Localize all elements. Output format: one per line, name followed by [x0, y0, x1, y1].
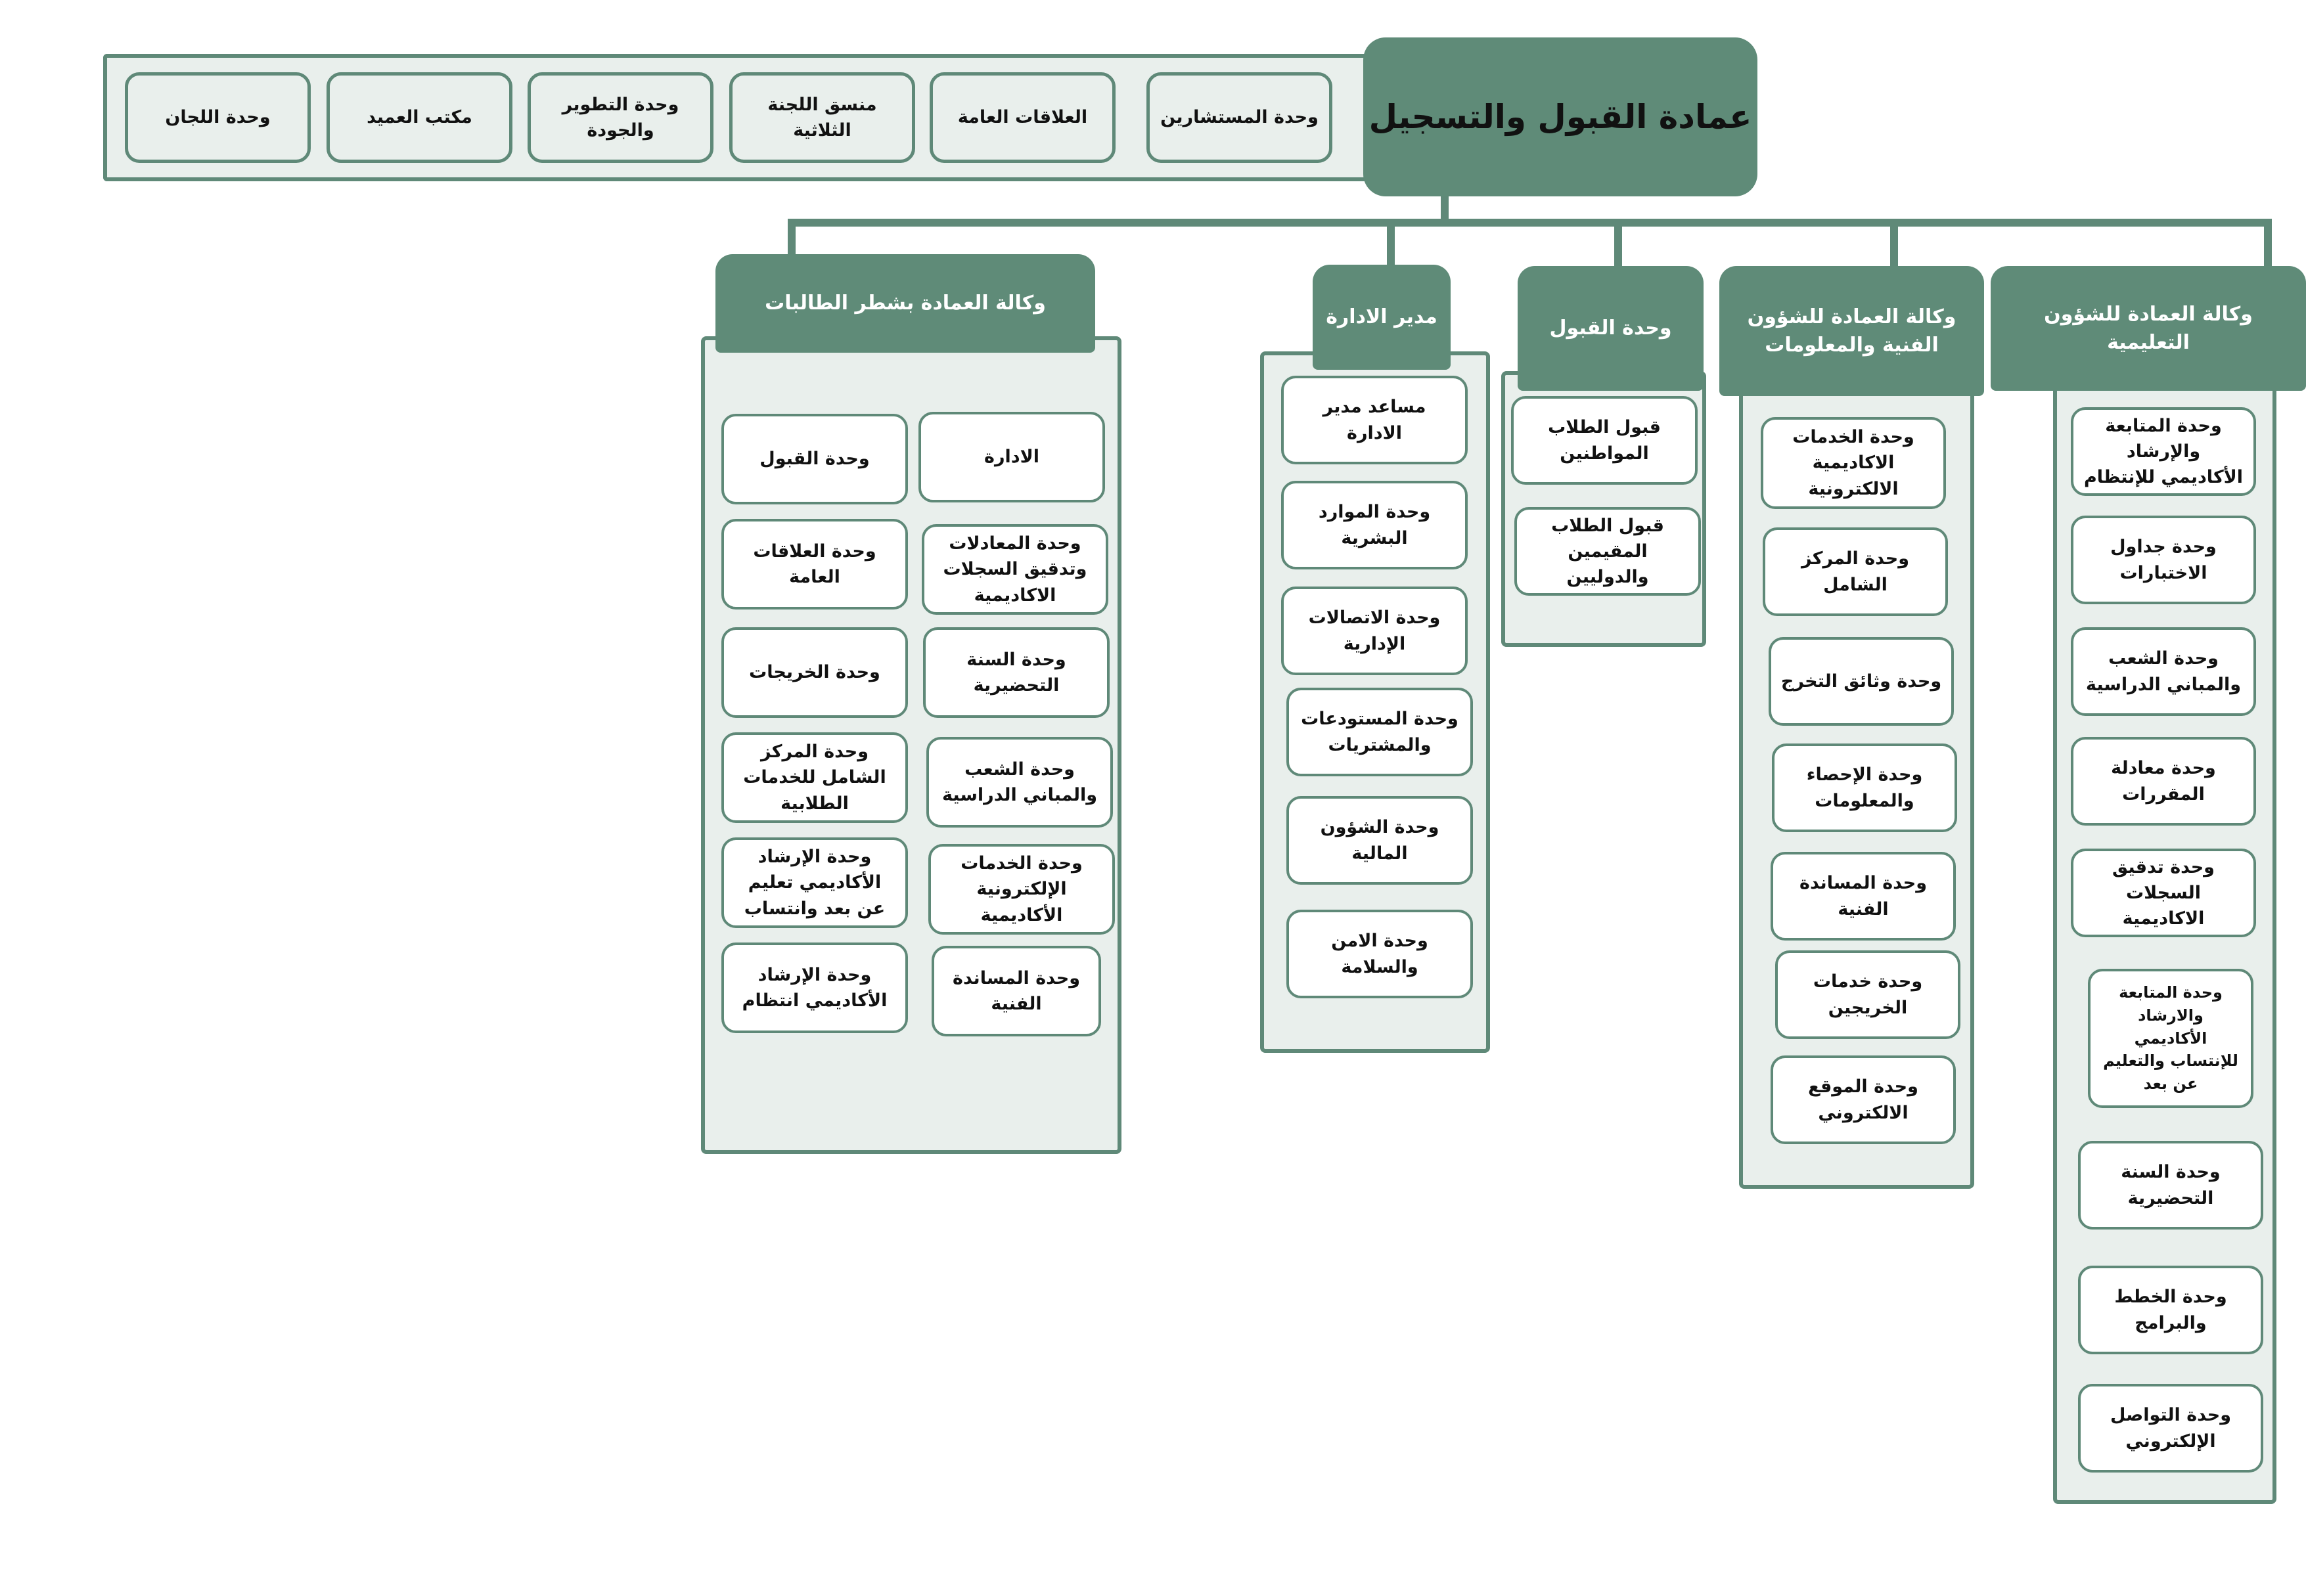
- admin-item: وحدة الاتصالات الإدارية: [1281, 587, 1468, 675]
- connector-admission: [1614, 219, 1622, 268]
- academic-item: وحدة جداول الاختبارات: [2071, 516, 2256, 604]
- top-unit-dean-office: مكتب العميد: [327, 72, 512, 163]
- admin-header: مدير الادارة: [1313, 265, 1451, 370]
- top-unit-advisors: وحدة المستشارين: [1146, 72, 1332, 163]
- admission-item: قبول الطلاب المواطنين: [1511, 396, 1698, 485]
- admission-header: وحدة القبول: [1518, 266, 1704, 391]
- female-left-item: وحدة الإرشاد الأكاديمي انتظام: [721, 942, 908, 1033]
- female-left-item: وحدة العلاقات العامة: [721, 519, 908, 610]
- technical-item: وحدة وثائق التخرج: [1769, 637, 1954, 726]
- academic-header: وكالة العمادة للشؤون التعليمية: [1991, 266, 2306, 391]
- technical-item: وحدة المساندة الفنية: [1771, 852, 1956, 941]
- admin-item: وحدة المستودعات والمشتريات: [1286, 688, 1473, 776]
- academic-item: وحدة التواصل الإلكتروني: [2078, 1384, 2263, 1473]
- academic-item: وحدة المتابعة والإرشاد الأكاديمي للإنتظا…: [2071, 407, 2256, 496]
- admin-item: وحدة الموارد البشرية: [1281, 481, 1468, 569]
- connector-female: [788, 219, 796, 258]
- technical-item: وحدة الموقع الالكتروني: [1771, 1055, 1956, 1144]
- female-left-item: وحدة الإرشاد الأكاديمي تعليم عن بعد وانت…: [721, 837, 908, 928]
- female-right-item: وحدة الشعب والمباني الدراسية: [926, 737, 1113, 828]
- top-unit-tripartite-coordinator: منسق اللجنة الثلاثية: [729, 72, 915, 163]
- dean-box: عمادة القبول والتسجيل: [1363, 37, 1757, 196]
- connector-technical: [1890, 219, 1898, 271]
- admin-item: وحدة الامن والسلامة: [1286, 910, 1473, 998]
- female-right-item: وحدة المساندة الفنية: [932, 946, 1101, 1036]
- academic-item: وحدة المتابعة والارشاد الأكاديمي للإنتسا…: [2088, 969, 2253, 1108]
- connector-admin: [1387, 219, 1395, 268]
- technical-item: وحدة الخدمات الاكاديمية الالكترونية: [1761, 417, 1946, 509]
- female-right-item: الادارة: [918, 412, 1105, 502]
- female-right-item: وحدة السنة التحضيرية: [923, 627, 1110, 718]
- academic-item: وحدة الشعب والمباني الدراسية: [2071, 627, 2256, 716]
- admin-item: وحدة الشؤون المالية: [1286, 796, 1473, 885]
- technical-item: وحدة المركز الشامل: [1763, 527, 1948, 616]
- technical-header: وكالة العمادة للشؤون الفنية والمعلومات: [1719, 266, 1984, 396]
- female-left-item: وحدة القبول: [721, 414, 908, 504]
- academic-item: وحدة السنة التحضيرية: [2078, 1141, 2263, 1230]
- female-right-item: وحدة الخدمات الإلكترونية الأكاديمية: [928, 844, 1115, 935]
- female-right-item: وحدة المعادلات وتدقيق السجلات الاكاديمية: [922, 524, 1108, 615]
- academic-item: وحدة تدقيق السجلات الاكاديمية: [2071, 849, 2256, 937]
- female-header: وكالة العمادة بشطر الطالبات: [715, 254, 1095, 353]
- branch-bus-line: [788, 219, 2272, 227]
- technical-item: وحدة الإحصاء والمعلومات: [1772, 743, 1957, 832]
- admission-item: قبول الطلاب المقيمين والدوليين: [1514, 507, 1701, 596]
- top-unit-public-relations: العلاقات العامة: [930, 72, 1116, 163]
- top-unit-development-quality: وحدة التطوير والجودة: [528, 72, 713, 163]
- academic-item: وحدة الخطط والبرامج: [2078, 1266, 2263, 1354]
- academic-item: وحدة معادلة المقررات: [2071, 737, 2256, 826]
- dean-connector: [1441, 196, 1449, 223]
- technical-item: وحدة خدمات الخريجين: [1775, 950, 1960, 1039]
- connector-academic: [2264, 219, 2272, 275]
- admin-item: مساعد مدير الادارة: [1281, 376, 1468, 464]
- female-left-item: وحدة الخريجات: [721, 627, 908, 718]
- female-left-item: وحدة المركز الشامل للخدمات الطلابية: [721, 732, 908, 823]
- top-unit-committees: وحدة اللجان: [125, 72, 311, 163]
